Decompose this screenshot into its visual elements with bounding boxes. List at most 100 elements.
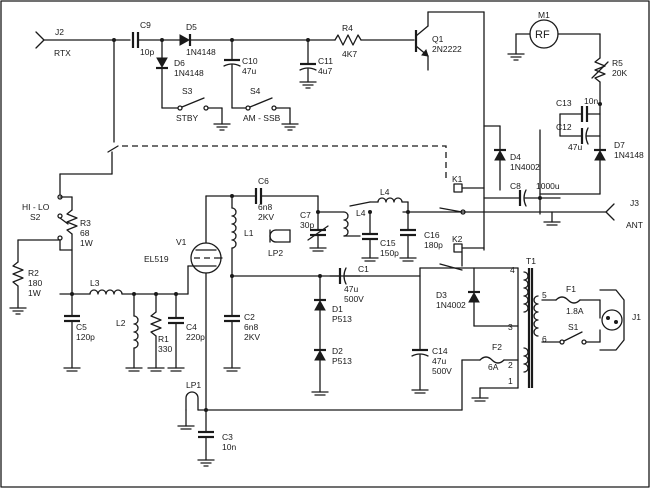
label-d2-value: P513 — [332, 356, 352, 366]
label-s2: S2 — [30, 212, 41, 222]
resistor-r4 — [334, 34, 415, 46]
fuse-f2 — [461, 356, 519, 364]
label-hi-lo: HI - LO — [22, 202, 50, 212]
label-c3: C3 — [222, 432, 233, 442]
label-c8-value: 1000u — [536, 181, 560, 191]
switch-s1 — [541, 329, 601, 345]
diode-d2 — [311, 348, 329, 396]
label-c7: C7 — [300, 210, 311, 220]
relay-k2 — [439, 243, 485, 271]
label-k1: K1 — [452, 174, 463, 184]
label-d4-value: 1N4002 — [510, 162, 540, 172]
label-c1-rating: 500V — [344, 294, 364, 304]
label-c16-value: 180p — [424, 240, 443, 250]
capacitor-c3 — [197, 408, 215, 467]
label-c14-value: 47u — [432, 356, 446, 366]
label-c6-rating: 2KV — [258, 212, 274, 222]
label-c1-value: 47u — [344, 284, 358, 294]
label-lp1: LP1 — [186, 380, 201, 390]
label-t1-pin4: 4 — [510, 265, 515, 275]
capacitor-c7 — [307, 210, 329, 252]
label-l2: L2 — [116, 318, 126, 328]
resistor-r2 — [9, 239, 27, 315]
capacitor-c5 — [63, 292, 81, 372]
label-c4: C4 — [186, 322, 197, 332]
label-d6-value: 1N4148 — [174, 68, 204, 78]
label-c11-value: 4u7 — [318, 66, 332, 76]
label-j3: J3 — [630, 198, 639, 208]
capacitor-c14 — [411, 267, 429, 394]
label-c10-value: 47u — [242, 66, 256, 76]
mains-connector-j1 — [599, 289, 625, 351]
label-c5-value: 120p — [76, 332, 95, 342]
label-am-ssb: AM - SSB — [243, 113, 281, 123]
resistor-r1 — [147, 292, 165, 372]
label-rf: RF — [535, 29, 550, 41]
fuse-f1 — [541, 296, 601, 319]
label-c2-rating: 2KV — [244, 332, 260, 342]
transformer-t1 — [471, 267, 539, 402]
label-f2: F2 — [492, 342, 502, 352]
label-r2-value: 180 — [28, 278, 42, 288]
label-r3-value: 68 — [80, 228, 90, 238]
label-r5: R5 — [612, 58, 623, 68]
switch-s4 — [245, 97, 299, 131]
capacitor-c6 — [231, 188, 319, 213]
capacitor-c8 — [483, 189, 561, 207]
capacitor-c9 — [131, 32, 181, 48]
label-el519: EL519 — [144, 254, 169, 264]
label-f1-value: 1.8A — [566, 306, 584, 316]
inductor-l4 — [317, 197, 409, 237]
label-r3: R3 — [80, 218, 91, 228]
label-s1: S1 — [568, 322, 579, 332]
label-d5-value: 1N4148 — [186, 47, 216, 57]
label-r4-value: 4K7 — [342, 49, 357, 59]
label-l1: L1 — [244, 228, 254, 238]
relay-k1 — [439, 183, 485, 215]
label-q1-value: 2N2222 — [432, 44, 462, 54]
label-t1-pin2: 2 — [508, 360, 513, 370]
label-v1: V1 — [176, 237, 187, 247]
capacitor-c12 — [559, 113, 601, 145]
label-d3-value: 1N4002 — [436, 300, 466, 310]
label-j2: J2 — [55, 27, 64, 37]
lamp-lp2 — [269, 229, 291, 243]
capacitor-c15 — [361, 210, 379, 262]
label-c5: C5 — [76, 322, 87, 332]
switch-s3 — [177, 97, 231, 131]
label-c7-value: 30p — [300, 220, 314, 230]
label-d4: D4 — [510, 152, 521, 162]
label-lp2: LP2 — [268, 248, 283, 258]
label-c6-value: 6n8 — [258, 202, 272, 212]
label-f1: F1 — [566, 284, 576, 294]
capacitor-c1 — [329, 267, 361, 285]
capacitor-c4 — [167, 292, 185, 372]
label-q1: Q1 — [432, 34, 444, 44]
meter-m1 — [507, 19, 601, 61]
label-k2: K2 — [452, 234, 463, 244]
label-s3: S3 — [182, 86, 193, 96]
label-c13-value: 10n — [584, 96, 598, 106]
label-c4-value: 220p — [186, 332, 205, 342]
label-c15: C15 — [380, 238, 396, 248]
inductor-l1 — [230, 194, 421, 277]
label-r4: R4 — [342, 23, 353, 33]
label-r2-watt: 1W — [28, 288, 41, 298]
potentiometer-r5 — [591, 57, 609, 105]
label-c8: C8 — [510, 181, 521, 191]
label-f2-value: 6A — [488, 362, 499, 372]
capacitor-c2 — [223, 274, 241, 372]
inductor-l3 — [59, 289, 189, 295]
relay-mechanical-link — [122, 145, 447, 180]
label-d6: D6 — [174, 58, 185, 68]
label-rtx: RTX — [54, 48, 71, 58]
label-d1: D1 — [332, 304, 343, 314]
resistor-r3 — [59, 196, 78, 295]
label-c14: C14 — [432, 346, 448, 356]
tube-v1 — [187, 195, 233, 411]
label-r3-watt: 1W — [80, 238, 93, 248]
diode-d4 — [483, 125, 506, 191]
label-t1: T1 — [526, 256, 536, 266]
lamp-lp1 — [177, 391, 207, 430]
